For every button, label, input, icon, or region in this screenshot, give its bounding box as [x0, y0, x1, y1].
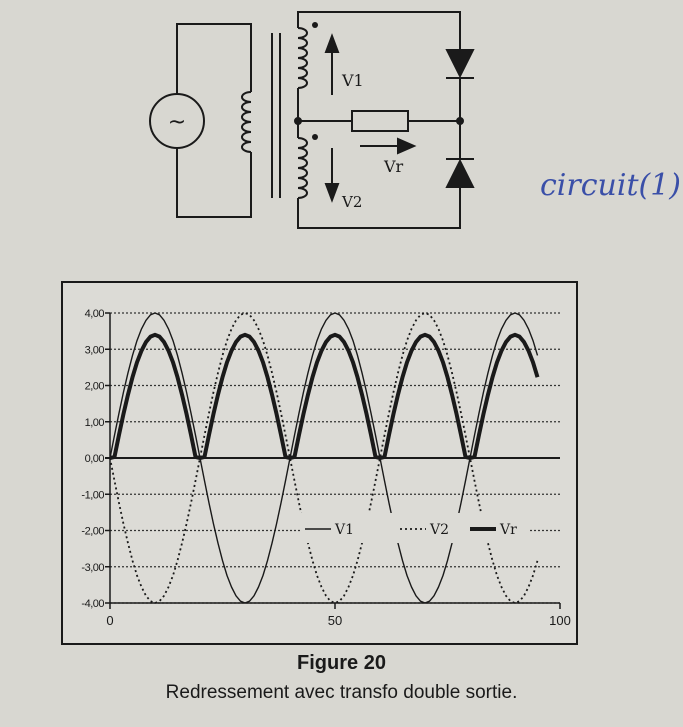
y-tick-label: 0,00 — [85, 453, 105, 465]
y-tick-label: -4,00 — [81, 598, 104, 610]
diode-bottom-icon — [445, 158, 475, 188]
label-v1: V1 — [341, 71, 364, 90]
series-v2 — [109, 312, 539, 604]
secondary-wire-top — [297, 11, 461, 50]
x-tick-label: 0 — [106, 613, 113, 628]
secondary-coil-top — [297, 27, 308, 89]
polarity-dot — [312, 134, 318, 140]
y-tick-label: -2,00 — [81, 526, 104, 538]
figure-number: Figure 20 — [297, 652, 386, 674]
legend-label-v2: V2 — [429, 522, 449, 538]
label-v2: V2 — [341, 193, 362, 211]
y-tick-label: 2,00 — [85, 381, 105, 393]
x-tick-label: 50 — [328, 613, 342, 628]
ac-source-symbol: ~ — [168, 110, 186, 135]
secondary-coil-bottom — [297, 137, 308, 199]
y-tick-label: -3,00 — [81, 562, 104, 574]
handwritten-note: circuit(1) — [540, 168, 682, 203]
primary-wire — [176, 23, 252, 94]
legend-label-vr: Vr — [499, 522, 517, 538]
secondary-wire-bottom — [297, 188, 461, 229]
x-tick-label: 100 — [549, 613, 571, 628]
polarity-dot — [312, 22, 318, 28]
y-tick-label: 1,00 — [85, 417, 105, 429]
circuit-diagram: ~ V1 V2 Vr — [149, 11, 475, 229]
diode-top-icon — [445, 49, 475, 79]
figure-caption: Redressement avec transfo double sortie. — [165, 682, 518, 703]
series-vr — [109, 332, 540, 460]
arrow-head-icon — [397, 137, 417, 155]
primary-wire-bottom — [176, 148, 252, 218]
arrow-head-icon — [324, 183, 340, 203]
chart-frame — [61, 281, 578, 645]
label-vr: Vr — [383, 157, 404, 176]
y-tick-label: 3,00 — [85, 344, 105, 356]
chart: 4,00 3,00 2,00 1,00 0,00 -1,00 -2,00 -3,00 -4,00… — [81, 308, 570, 628]
y-tick-label: -1,00 — [81, 489, 104, 501]
resistor — [351, 110, 409, 132]
series-v1 — [109, 312, 539, 604]
primary-coil — [241, 91, 252, 153]
y-tick-label: 4,00 — [85, 308, 105, 320]
arrow-head-icon — [324, 33, 340, 53]
legend-label-v1: V1 — [334, 522, 354, 538]
